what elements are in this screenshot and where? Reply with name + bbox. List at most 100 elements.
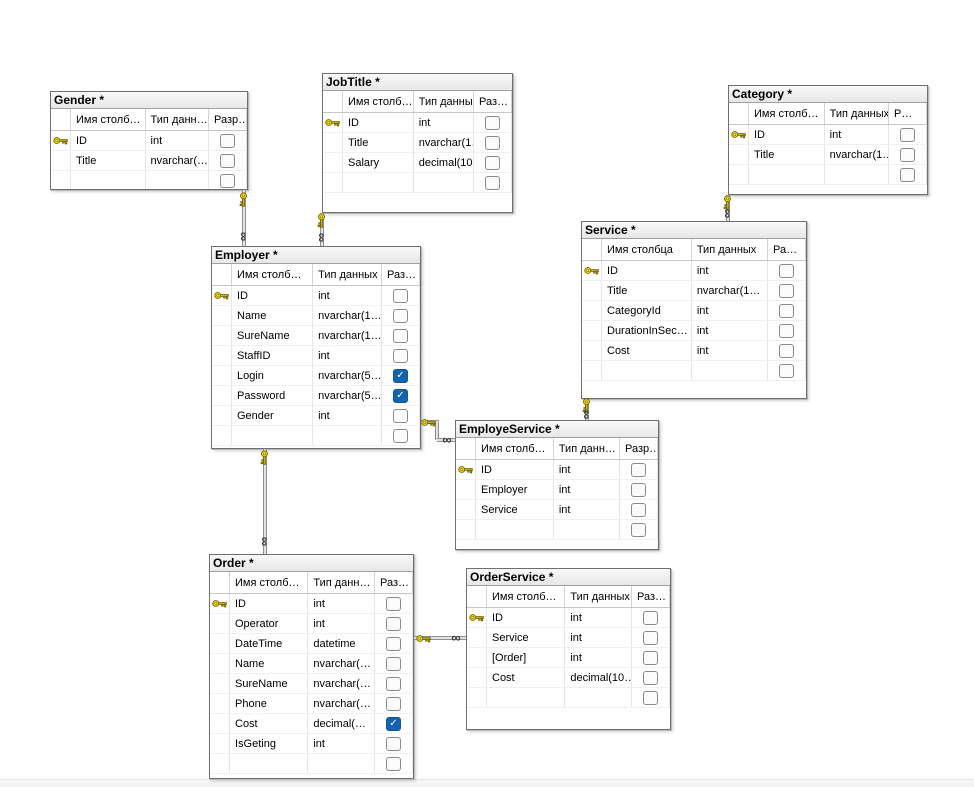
data-type-cell[interactable]: int (313, 286, 382, 305)
column-name-cell[interactable]: IsGeting (230, 734, 309, 753)
row-selector[interactable] (467, 648, 487, 667)
data-type-cell[interactable]: decimal(10… (414, 153, 474, 172)
allow-nulls-checkbox[interactable] (779, 263, 794, 278)
data-type-cell[interactable]: int (692, 341, 768, 360)
row-selector[interactable] (582, 281, 602, 300)
column-name-cell[interactable]: Name (232, 306, 314, 325)
column-row[interactable] (210, 754, 413, 774)
column-name-cell[interactable]: Salary (343, 153, 414, 172)
allow-nulls-checkbox[interactable] (485, 135, 500, 150)
row-selector[interactable] (210, 654, 230, 673)
row-selector[interactable] (212, 306, 232, 325)
column-name-cell[interactable] (749, 165, 825, 184)
data-type-cell[interactable]: int (692, 321, 768, 340)
column-header-allow-nulls[interactable]: Р… (889, 103, 927, 124)
allow-nulls-checkbox[interactable] (631, 502, 646, 517)
relationship-jobtitle-employer[interactable] (320, 213, 324, 246)
data-type-cell[interactable]: nvarchar(1… (825, 145, 889, 164)
column-header-name[interactable]: Имя столб… (476, 438, 554, 459)
table-orderservice[interactable]: OrderService * Имя столб… Тип данных Раз… (466, 568, 671, 730)
data-type-cell[interactable]: int (554, 480, 620, 499)
column-name-cell[interactable]: DurationInSec… (602, 321, 692, 340)
row-selector[interactable] (51, 151, 71, 170)
row-selector[interactable] (729, 145, 749, 164)
row-selector[interactable] (212, 366, 232, 385)
row-selector[interactable] (456, 500, 476, 519)
allow-nulls-checkbox[interactable] (779, 343, 794, 358)
allow-nulls-checkbox[interactable] (386, 676, 401, 691)
column-row[interactable]: DurationInSec…int (582, 321, 806, 341)
column-header-type[interactable]: Тип данных (565, 586, 632, 607)
data-type-cell[interactable]: int (308, 594, 375, 613)
row-selector[interactable] (323, 153, 343, 172)
data-type-cell[interactable]: int (414, 113, 474, 132)
column-name-cell[interactable]: Title (343, 133, 414, 152)
allow-nulls-checkbox[interactable] (393, 408, 408, 423)
allow-nulls-checkbox[interactable] (485, 115, 500, 130)
relationship-employer-order[interactable] (263, 449, 267, 554)
allow-nulls-checkbox[interactable] (393, 308, 408, 323)
allow-nulls-checkbox[interactable] (779, 323, 794, 338)
allow-nulls-checkbox[interactable] (386, 656, 401, 671)
column-name-cell[interactable]: Service (487, 628, 566, 647)
relationship-order-orderservice[interactable] (414, 636, 466, 640)
column-name-cell[interactable]: DateTime (230, 634, 309, 653)
row-selector[interactable] (51, 171, 71, 189)
table-jobtitle[interactable]: JobTitle * Имя столб… Тип данных Раз… ID… (322, 73, 513, 213)
data-type-cell[interactable] (313, 426, 382, 445)
allow-nulls-checkbox[interactable] (393, 428, 408, 443)
column-header-allow-nulls[interactable]: Разр… (620, 438, 658, 459)
column-header-type[interactable]: Тип данных (313, 264, 382, 285)
column-name-cell[interactable]: Password (232, 386, 314, 405)
data-type-cell[interactable]: int (692, 261, 768, 280)
table-employer[interactable]: Employer * Имя столб… Тип данных Раз… ID… (211, 246, 421, 449)
column-name-cell[interactable]: ID (230, 594, 309, 613)
column-name-cell[interactable]: Title (71, 151, 146, 170)
column-header-name[interactable]: Имя столб… (343, 91, 414, 112)
column-header-type[interactable]: Тип данн… (554, 438, 620, 459)
row-selector[interactable] (212, 346, 232, 365)
allow-nulls-checkbox[interactable] (779, 363, 794, 378)
column-name-cell[interactable] (487, 688, 566, 707)
row-selector[interactable] (212, 386, 232, 405)
column-name-cell[interactable]: ID (476, 460, 554, 479)
column-name-cell[interactable]: ID (71, 131, 146, 150)
row-selector[interactable] (210, 614, 230, 633)
allow-nulls-checkbox[interactable] (386, 596, 401, 611)
data-type-cell[interactable]: int (692, 301, 768, 320)
data-type-cell[interactable]: int (554, 500, 620, 519)
row-selector[interactable] (210, 714, 230, 733)
column-name-cell[interactable]: StaffID (232, 346, 314, 365)
data-type-cell[interactable] (554, 520, 620, 539)
data-type-cell[interactable] (308, 754, 375, 773)
table-employeservice[interactable]: EmployeService * Имя столб… Тип данн… Ра… (455, 420, 659, 550)
allow-nulls-checkbox[interactable] (393, 348, 408, 363)
data-type-cell[interactable]: int (308, 614, 375, 633)
allow-nulls-checkbox[interactable] (220, 133, 235, 148)
column-name-cell[interactable]: CategoryId (602, 301, 692, 320)
column-header-allow-nulls[interactable]: Раз… (382, 264, 420, 285)
column-name-cell[interactable]: ID (602, 261, 692, 280)
column-name-cell[interactable]: SureName (230, 674, 309, 693)
data-type-cell[interactable]: nvarchar(… (308, 654, 375, 673)
row-selector[interactable] (210, 634, 230, 653)
column-row[interactable] (51, 171, 247, 189)
data-type-cell[interactable]: nvarchar(… (308, 694, 375, 713)
column-name-cell[interactable] (232, 426, 314, 445)
column-header-type[interactable]: Тип данн… (146, 109, 209, 130)
allow-nulls-checkbox[interactable] (643, 670, 658, 685)
